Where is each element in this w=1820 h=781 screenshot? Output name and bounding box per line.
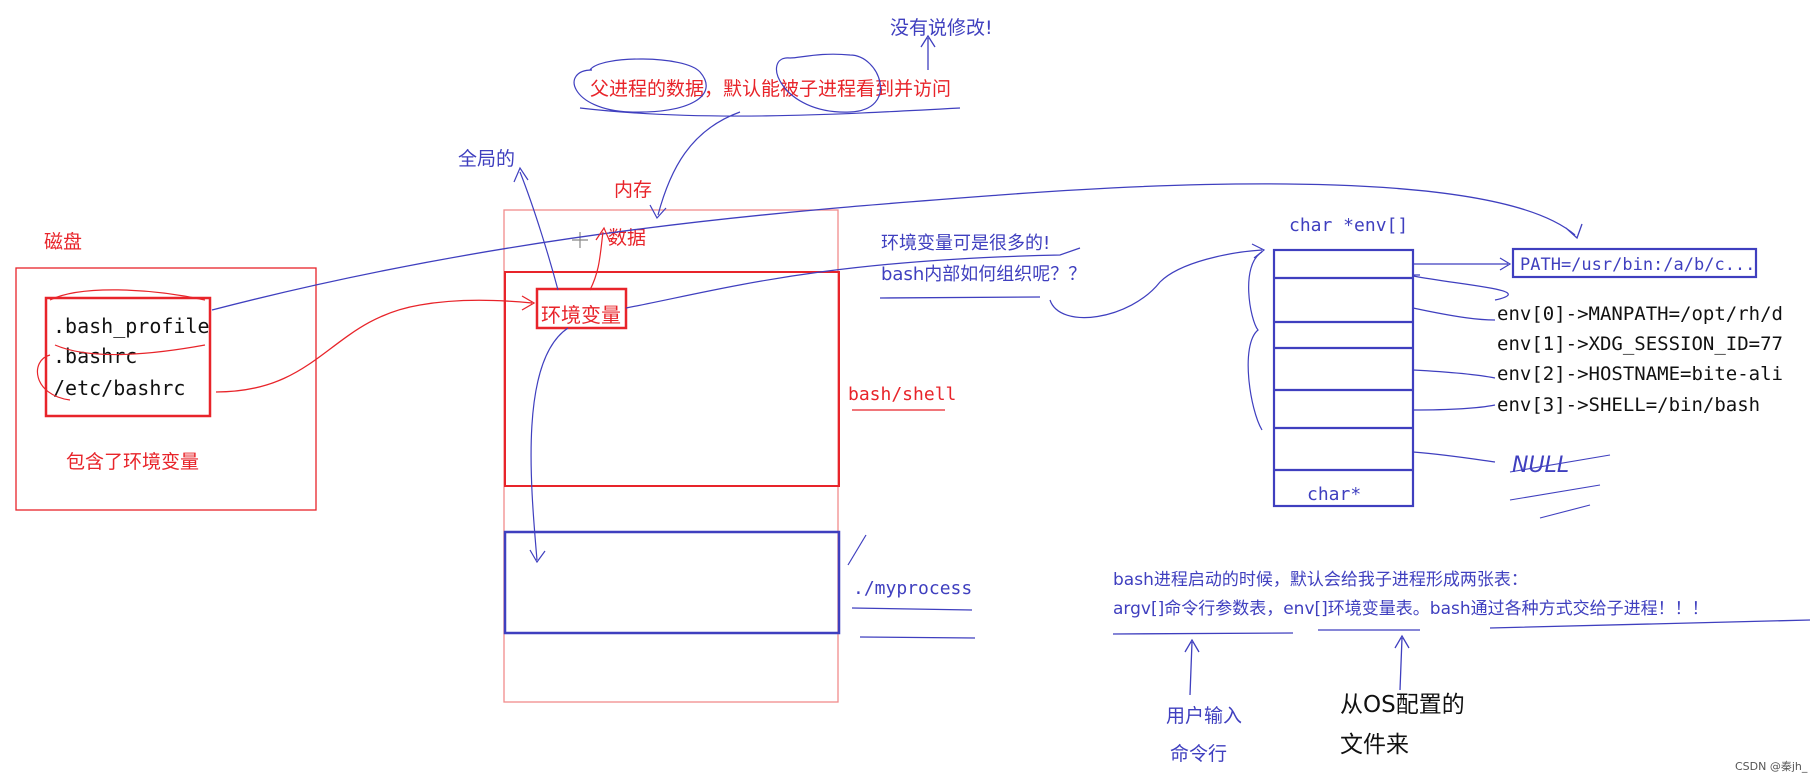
from-os-line1: 从OS配置的 [1340, 692, 1465, 718]
memory-group: 内存 全局的 数据 环境变量 bash/shell ./myprocess [458, 148, 976, 703]
global-label: 全局的 [458, 148, 515, 170]
bash-shell-label: bash/shell [848, 384, 956, 405]
env-table-frame [1272, 248, 1415, 508]
user-input-label: 用户输入 [1166, 705, 1242, 727]
file-etc-bashrc: /etc/bashrc [53, 376, 185, 400]
memory-title: 内存 [614, 179, 652, 201]
myprocess-box [503, 530, 841, 635]
bottom-group: bash进程启动的时候，默认会给我子进程形成两张表： argv[]命令行参数表，… [1112, 570, 1811, 765]
disk-caption: 包含了环境变量 [66, 451, 199, 473]
env-var-label: 环境变量 [541, 303, 621, 327]
env-row-arrows [1412, 257, 1512, 463]
myprocess-underline [851, 607, 976, 639]
env-to-note-curve [625, 247, 1081, 309]
disk-frame [15, 267, 317, 511]
env-table-group: char *env[] char* PATH=/usr/bin:/a/b/c..… [1247, 215, 1783, 519]
disk-group: 磁盘 .bash_profile .bashrc /etc/bashrc 包含了… [15, 231, 317, 511]
file-bash-profile: .bash_profile [53, 314, 210, 338]
sparkle-mark [572, 232, 588, 248]
note-to-table-arrow [1049, 243, 1266, 319]
parent-note-to-memory [649, 111, 741, 220]
tables-line: argv[]命令行参数表，env[]环境变量表。bash通过各种方式交给子进程！… [1113, 599, 1709, 619]
myprocess-label: ./myprocess [853, 578, 972, 599]
file-bashrc: .bashrc [53, 344, 137, 368]
how-organize-note: bash内部如何组织呢？？ [881, 264, 1086, 285]
connectors [211, 111, 1583, 564]
env-table-bracket [1247, 251, 1263, 431]
command-line-label: 命令行 [1170, 743, 1227, 765]
parent-data-scribbles [573, 53, 961, 117]
memory-frame [503, 209, 839, 703]
watermark: CSDN @秦jh_ [1735, 759, 1808, 773]
null-scribbles [1509, 454, 1611, 519]
bash-start-line: bash进程启动的时候，默认会给我子进程形成两张表： [1113, 570, 1528, 590]
env-var-box [535, 287, 628, 330]
user-input-arrow [1184, 638, 1200, 696]
path-entry: PATH=/usr/bin:/a/b/c... [1520, 255, 1755, 275]
env-table-footer: char* [1307, 484, 1361, 505]
path-entry-box [1511, 247, 1758, 279]
disk-to-env-arrow [215, 295, 536, 393]
from-os-line2: 文件来 [1340, 732, 1409, 758]
os-config-arrow [1394, 634, 1410, 691]
myprocess-tick [847, 534, 867, 566]
env-many-note: 环境变量可是很多的! [881, 233, 1050, 254]
no-modify-note: 没有说修改! [890, 17, 993, 39]
tables-underline [1112, 619, 1811, 635]
env-table-rows [1274, 276, 1413, 472]
env-to-data-arrow [589, 226, 611, 291]
env-entry-0: env[0]->MANPATH=/opt/rh/d [1497, 303, 1783, 325]
null-label: NULL [1512, 453, 1569, 478]
env-to-process-arrow [529, 327, 569, 564]
no-modify-arrow [920, 34, 936, 70]
parent-data-note: 父进程的数据，默认能被子进程看到并访问 [590, 78, 951, 100]
bash-shell-box [504, 271, 840, 487]
env-table-header: char *env[] [1289, 215, 1408, 236]
env-entry-1: env[1]->XDG_SESSION_ID=77 [1497, 333, 1783, 355]
env-to-global-arrow [513, 166, 559, 291]
env-entry-3: env[3]->SHELL=/bin/bash [1497, 394, 1760, 416]
top-notes: 没有说修改! 父进程的数据，默认能被子进程看到并访问 环境变量可是很多的! ba… [573, 17, 1086, 299]
scribble-files [36, 289, 206, 401]
disk-title: 磁盘 [44, 231, 82, 253]
organize-underline [879, 296, 1041, 299]
disk-to-path-curve [211, 183, 1583, 311]
env-entry-2: env[2]->HOSTNAME=bite-ali [1497, 363, 1783, 385]
